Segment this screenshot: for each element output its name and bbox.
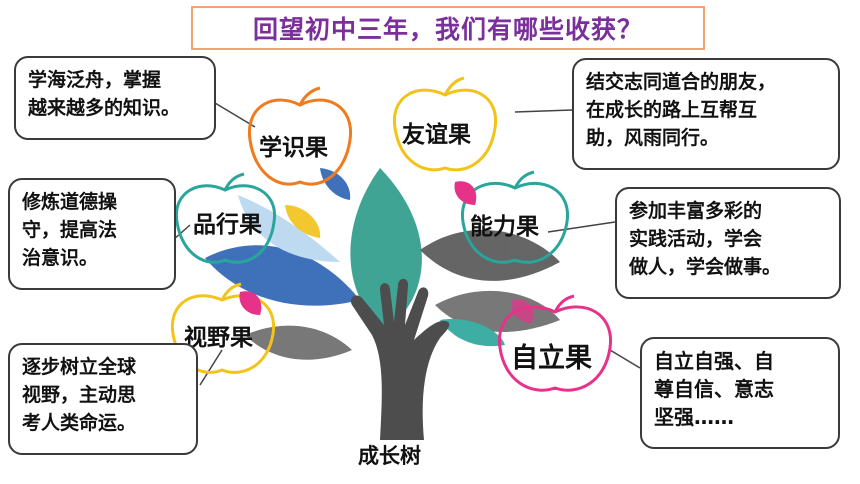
fruit-label-character: 品行果: [193, 212, 262, 238]
fruit-label-knowledge: 学识果: [259, 135, 328, 161]
callout-ability: 参加丰富多彩的 实践活动，学会 做人，学会做事。: [615, 187, 841, 299]
tree-trunk: [350, 278, 450, 440]
fruit-outline-knowledge: [248, 98, 352, 186]
callout-independence: 自立自强、自 尊自信、意志 坚强……: [640, 337, 840, 449]
leaf-left-light: [238, 195, 340, 262]
page-title: 回望初中三年，我们有哪些收获？: [252, 15, 643, 44]
callout-friendship: 结交志同道合的朋友， 在成长的路上互帮互 助，风雨同行。: [572, 58, 840, 170]
connector-ability: [547, 221, 616, 233]
fruit-label-friendship: 友谊果: [402, 122, 471, 148]
connector-vision: [199, 349, 223, 386]
page-title-box: 回望初中三年，我们有哪些收获？: [191, 6, 705, 50]
fruit-accents: [239, 181, 534, 323]
callout-vision: 逐步树立全球 视野，主动思 考人类命运。: [8, 343, 198, 455]
leaf-small-blue: [320, 168, 351, 200]
connector-knowledge: [214, 102, 256, 128]
fruit-outline-independence: [497, 305, 613, 392]
leaf-small-yellow: [285, 205, 321, 238]
leaf-left-low: [245, 325, 352, 360]
leaf-small-teal: [440, 319, 505, 347]
fruit-label-vision: 视野果: [184, 325, 253, 351]
fruit-outline-friendship: [392, 88, 498, 172]
fruit-label-independence: 自立果: [511, 343, 592, 374]
callout-knowledge: 学海泛舟，掌握 越来越多的知识。: [14, 56, 216, 140]
fruit-outline-vision: [170, 294, 276, 374]
leaf-right-gray: [420, 229, 560, 281]
connector-independence: [609, 349, 641, 369]
fruit-label-ability: 能力果: [470, 214, 539, 240]
fruit-outline-character: [174, 184, 277, 264]
connector-friendship: [514, 109, 573, 113]
tree-label: 成长树: [358, 444, 421, 468]
callout-character: 修炼道德操 守，提高法 治意识。: [8, 178, 176, 290]
